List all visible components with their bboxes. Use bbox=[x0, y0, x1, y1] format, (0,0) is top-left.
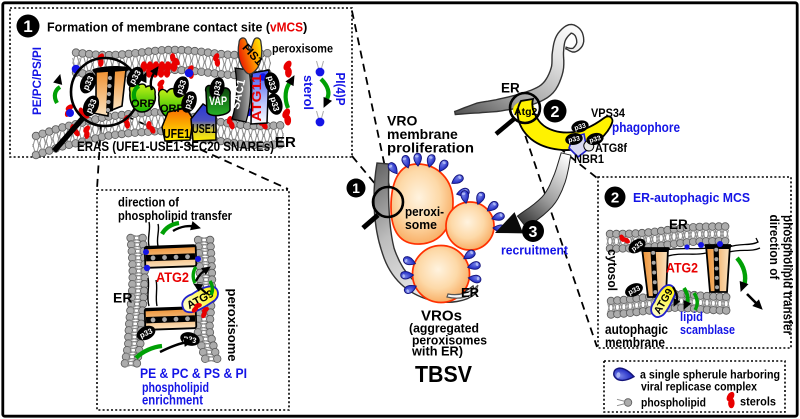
svg-text:autophagic: autophagic bbox=[605, 322, 668, 337]
svg-text:ER: ER bbox=[113, 290, 132, 306]
svg-text:2: 2 bbox=[551, 104, 560, 121]
svg-text:2: 2 bbox=[611, 189, 619, 206]
svg-text:ER: ER bbox=[501, 81, 520, 96]
svg-text:phospholipid transfer: phospholipid transfer bbox=[118, 209, 232, 223]
svg-text:VRO: VRO bbox=[387, 113, 417, 129]
svg-text:phagophore: phagophore bbox=[612, 120, 680, 135]
svg-text:Formation of membrane contact: Formation of membrane contact site ( bbox=[47, 20, 271, 35]
svg-text:ER-autophagic MCS: ER-autophagic MCS bbox=[633, 190, 750, 205]
svg-text:ORP: ORP bbox=[160, 103, 184, 115]
svg-text:phospholipid: phospholipid bbox=[641, 396, 706, 410]
svg-text:): ) bbox=[303, 20, 307, 35]
svg-text:3: 3 bbox=[529, 224, 538, 241]
svg-text:sterol: sterol bbox=[301, 75, 316, 110]
svg-text:ER: ER bbox=[275, 134, 296, 151]
svg-text:1: 1 bbox=[352, 180, 360, 196]
svg-text:cytosol: cytosol bbox=[605, 249, 619, 291]
svg-text:VAP: VAP bbox=[209, 96, 227, 108]
svg-text:PE/PC/PS/PI: PE/PC/PS/PI bbox=[30, 47, 44, 115]
svg-text:with ER): with ER) bbox=[411, 345, 463, 359]
svg-text:ER: ER bbox=[669, 217, 688, 232]
svg-text:ATG2: ATG2 bbox=[156, 270, 189, 285]
svg-text:ATG8f: ATG8f bbox=[595, 143, 627, 155]
svg-text:peroxisome: peroxisome bbox=[225, 289, 239, 362]
svg-text:PI(4)P: PI(4)P bbox=[333, 73, 348, 106]
svg-text:VPS34: VPS34 bbox=[591, 106, 625, 120]
svg-text:phospholipid: phospholipid bbox=[142, 380, 209, 395]
svg-text:phospholipid transfer: phospholipid transfer bbox=[781, 215, 795, 335]
svg-text:lipid: lipid bbox=[680, 310, 703, 324]
svg-text:VROs: VROs bbox=[421, 309, 462, 325]
svg-text:peroxisomes: peroxisomes bbox=[412, 334, 487, 348]
svg-text:NBR1: NBR1 bbox=[574, 154, 605, 166]
svg-text:recruitment: recruitment bbox=[501, 244, 569, 258]
svg-text:UFE1: UFE1 bbox=[163, 127, 190, 141]
svg-text:ATG2: ATG2 bbox=[666, 261, 698, 276]
svg-text:vMCS: vMCS bbox=[270, 20, 303, 35]
svg-text:membrane: membrane bbox=[387, 126, 458, 142]
svg-text:some: some bbox=[405, 217, 437, 232]
svg-text:USE1: USE1 bbox=[192, 122, 216, 136]
svg-text:a single spherule harboring: a single spherule harboring bbox=[640, 370, 780, 382]
svg-text:peroxi-: peroxi- bbox=[405, 204, 444, 219]
svg-text:scamblase: scamblase bbox=[680, 323, 735, 337]
svg-text:sterols: sterols bbox=[740, 395, 776, 409]
svg-text:(aggregated: (aggregated bbox=[409, 322, 479, 336]
svg-text:ER: ER bbox=[461, 285, 480, 300]
svg-text:PE & PC & PS & PI: PE & PC & PS & PI bbox=[140, 366, 247, 381]
svg-text:ATG11: ATG11 bbox=[249, 75, 264, 122]
svg-text:proliferation: proliferation bbox=[387, 140, 474, 156]
svg-text:membrane: membrane bbox=[605, 335, 665, 350]
svg-text:peroxisome: peroxisome bbox=[272, 42, 333, 56]
svg-text:1: 1 bbox=[23, 17, 32, 36]
svg-text:ORP: ORP bbox=[131, 98, 155, 110]
svg-text:viral replicase complex: viral replicase complex bbox=[641, 382, 758, 394]
svg-text:direction of: direction of bbox=[118, 196, 180, 210]
svg-text:enrichment: enrichment bbox=[142, 393, 203, 408]
svg-text:TBSV: TBSV bbox=[415, 361, 473, 387]
svg-text:Atg2: Atg2 bbox=[514, 106, 537, 118]
svg-text:direction of: direction of bbox=[767, 215, 781, 281]
svg-text:ERAS (UFE1-USE1-SEC20 SNAREs): ERAS (UFE1-USE1-SEC20 SNAREs) bbox=[77, 138, 274, 154]
